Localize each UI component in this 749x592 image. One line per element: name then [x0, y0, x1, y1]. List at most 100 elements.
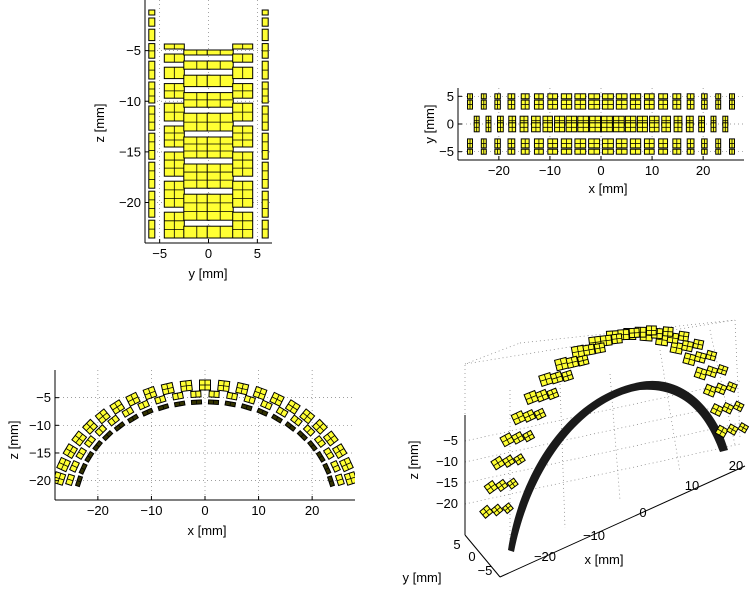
detector-tile — [705, 349, 718, 362]
detector-tile — [240, 403, 253, 412]
detector-tile — [725, 381, 738, 393]
detector-tile — [256, 407, 269, 417]
detector-tile — [547, 138, 559, 149]
panel-yz-tiles — [148, 9, 269, 239]
detector-tile — [588, 148, 601, 155]
detector-tile — [232, 180, 254, 208]
detector-tile — [710, 122, 717, 133]
panel-yz-xtick-label: 0 — [205, 246, 212, 261]
detector-tile — [102, 429, 114, 442]
detector-tile — [163, 83, 185, 99]
detector-tile — [270, 413, 284, 424]
detector-tile — [183, 74, 211, 88]
detector-tile — [601, 99, 614, 110]
detector-tile — [109, 399, 126, 415]
detector-tile — [686, 148, 695, 155]
panel-yz-ylabel: z [mm] — [92, 104, 107, 143]
detector-tile — [560, 99, 573, 110]
panel-3d-xlabel: x [mm] — [585, 552, 624, 567]
detector-tile — [261, 81, 269, 104]
detector-tile — [513, 453, 526, 466]
detector-tile — [658, 93, 669, 100]
panel-xy-xlabel: x [mm] — [589, 181, 628, 196]
detector-tile — [658, 99, 669, 110]
detector-tile — [479, 504, 494, 519]
detector-tile — [714, 424, 729, 439]
detector-tile — [729, 138, 735, 149]
detector-tile — [722, 122, 729, 133]
detector-tile — [183, 193, 211, 221]
detector-tile — [81, 418, 99, 435]
detector-tile — [672, 148, 682, 155]
detector-tile — [565, 355, 580, 369]
detector-tile — [296, 429, 308, 442]
detector-tile — [485, 122, 492, 133]
detector-tile — [467, 138, 473, 149]
detector-tile — [217, 379, 231, 393]
panel-xy-tiles — [467, 93, 735, 155]
detector-tile — [520, 138, 530, 149]
detector-tile — [275, 406, 289, 418]
panel-3d-xtick-label: −20 — [534, 549, 556, 564]
detector-tile — [570, 344, 586, 359]
detector-tile — [206, 225, 234, 239]
detector-tile — [190, 399, 203, 406]
detector-tile — [610, 333, 623, 345]
panel-xz-xtick-label: −10 — [140, 503, 162, 518]
detector-tile — [494, 148, 501, 155]
detector-tile — [698, 122, 705, 133]
detector-tile — [148, 43, 156, 59]
detector-tile — [553, 356, 570, 372]
detector-tile — [494, 93, 501, 100]
detector-tile — [494, 99, 501, 110]
detector-tile — [224, 400, 237, 408]
detector-tile — [601, 93, 614, 100]
detector-tile — [672, 99, 682, 110]
detector-tile — [190, 390, 202, 399]
detector-tile — [582, 343, 596, 357]
detector-tile — [480, 99, 487, 110]
detector-tile — [480, 148, 487, 155]
detector-tile — [121, 406, 135, 418]
detector-tile — [232, 125, 254, 148]
detector-tile — [658, 148, 669, 155]
detector-tile — [574, 148, 587, 155]
detector-tile — [507, 138, 516, 149]
detector-tile — [702, 383, 718, 398]
detector-tile — [92, 439, 103, 452]
detector-tile — [163, 151, 185, 177]
detector-tile — [672, 93, 682, 100]
detector-tile — [523, 389, 540, 406]
detector-tile — [343, 471, 355, 486]
detector-tile — [701, 99, 708, 110]
detector-tile — [261, 9, 269, 16]
detector-tile — [588, 138, 601, 149]
detector-tile — [480, 93, 487, 100]
detector-tile — [261, 190, 269, 218]
detector-tile — [714, 382, 728, 396]
detector-tile — [554, 122, 566, 133]
detector-tile — [542, 122, 553, 133]
detector-tile — [506, 477, 519, 490]
detector-tile — [71, 430, 88, 447]
panel-xz-xtick-label: 10 — [251, 503, 265, 518]
detector-tile — [628, 327, 640, 339]
detector-tile — [661, 122, 671, 133]
panel-3d-box-line — [734, 319, 741, 439]
detector-tile — [547, 148, 559, 155]
detector-tile — [94, 424, 108, 437]
detector-tile — [338, 456, 354, 473]
detector-tile — [94, 408, 111, 425]
detector-tile — [510, 430, 525, 445]
detector-tile — [163, 102, 185, 122]
detector-tile — [629, 93, 642, 100]
detector-tile — [163, 211, 185, 239]
detector-tile — [232, 43, 254, 50]
detector-tile — [141, 407, 154, 417]
detector-tile — [183, 60, 211, 70]
detector-tile — [142, 385, 158, 401]
